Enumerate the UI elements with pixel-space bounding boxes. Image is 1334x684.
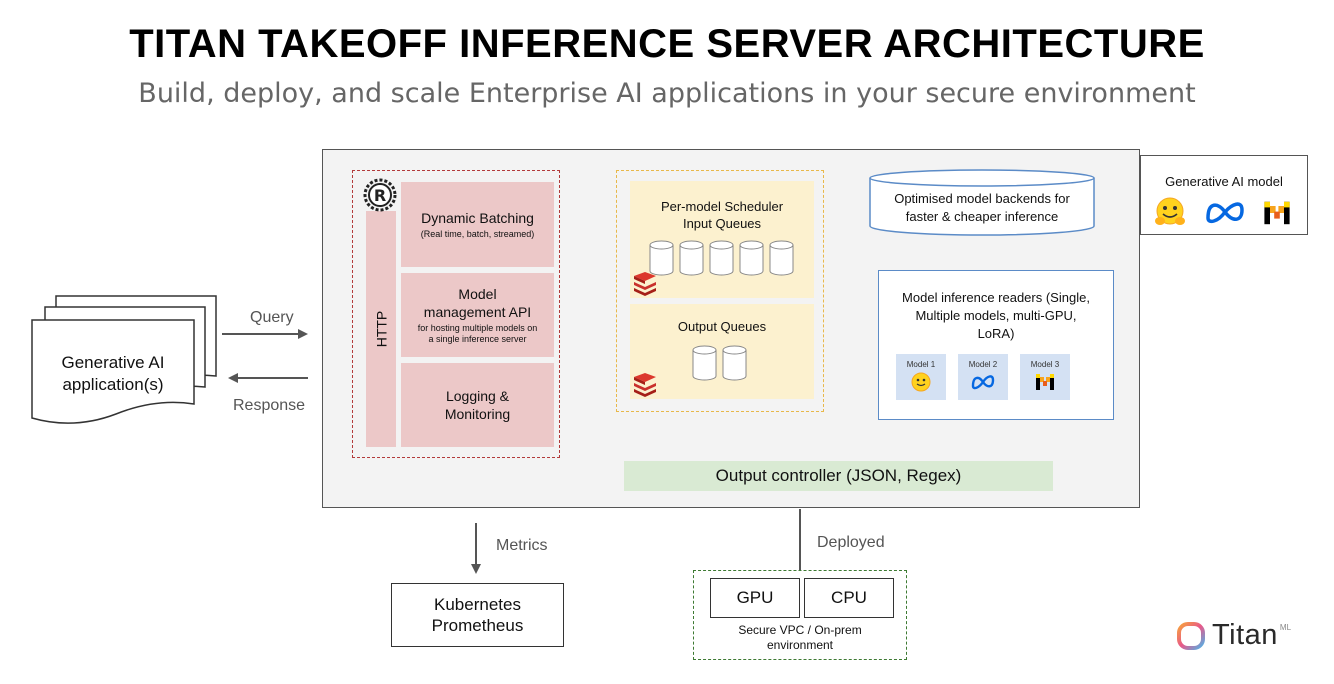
response-label: Response xyxy=(233,397,306,414)
queue-cylinder xyxy=(709,240,734,276)
gpu-box: GPU xyxy=(710,578,800,618)
rust-icon: R xyxy=(363,178,397,212)
titan-ml-logo: Titan ML xyxy=(1176,619,1291,652)
kubernetes-prometheus-label: Kubernetes Prometheus xyxy=(431,595,524,635)
backends-cylinder xyxy=(869,169,1095,236)
model-card-label: Model 3 xyxy=(1030,360,1060,369)
http-bar xyxy=(366,211,396,447)
model-card-3: Model 3 xyxy=(1020,354,1070,400)
backends-label: Optimised model backends for faster & ch… xyxy=(894,191,1070,224)
queue-cylinder xyxy=(679,240,704,276)
query-label: Query xyxy=(250,309,294,326)
output-queues-title: Output Queues xyxy=(677,319,767,334)
rust-glyph: R xyxy=(374,186,386,205)
input-queues-title: Per-model Scheduler Input Queues xyxy=(660,199,784,231)
meta-icon xyxy=(1206,202,1244,224)
model-card-1: Model 1 xyxy=(896,354,946,400)
dynamic-batching-box: Dynamic Batching (Real time, batch, stre… xyxy=(401,182,554,267)
deploy-group: GPU CPU Secure VPC / On-prem environment xyxy=(693,570,907,660)
genai-app-docs xyxy=(31,295,217,424)
genai-app-label: Generative AI application(s) xyxy=(61,353,165,394)
hugging-face-icon xyxy=(1155,197,1185,225)
titan-brand-suffix: ML xyxy=(1279,623,1292,632)
http-label: HTTP xyxy=(373,310,389,348)
redis-icon xyxy=(634,272,656,296)
inference-readers-box: Model inference readers (Single, Multipl… xyxy=(878,270,1114,420)
http-label-wrap: HTTP xyxy=(366,211,396,447)
model-card-label: Model 1 xyxy=(906,360,936,369)
logging-box: Logging & Monitoring xyxy=(401,363,554,447)
genai-model-label: Generative AI model xyxy=(1165,174,1283,189)
genai-model-box: Generative AI model xyxy=(1140,155,1308,235)
inference-readers-label: Model inference readers (Single, Multipl… xyxy=(902,290,1090,341)
cpu-box: CPU xyxy=(804,578,894,618)
dynamic-batching-title: Dynamic Batching xyxy=(421,210,534,226)
diagram-title: TITAN TAKEOFF INFERENCE SERVER ARCHITECT… xyxy=(129,22,1205,66)
mistral-icon xyxy=(1264,201,1290,225)
queue-cylinder xyxy=(722,345,747,381)
input-queues-box: Per-model Scheduler Input Queues xyxy=(630,181,814,298)
queue-cylinder xyxy=(692,345,717,381)
output-queues-box: Output Queues xyxy=(630,304,814,399)
logging-title: Logging & Monitoring xyxy=(444,388,511,422)
queue-cylinder xyxy=(739,240,764,276)
titan-brand-name: Titan xyxy=(1212,619,1278,651)
deploy-env-label: Secure VPC / On-prem environment xyxy=(738,623,862,652)
hugging-face-icon xyxy=(911,372,931,392)
model-card-2: Model 2 xyxy=(958,354,1008,400)
diagram-subtitle: Build, deploy, and scale Enterprise AI a… xyxy=(138,78,1196,109)
mistral-icon xyxy=(1036,374,1054,390)
kubernetes-prometheus-box: Kubernetes Prometheus xyxy=(391,583,564,647)
http-group xyxy=(352,170,560,458)
queue-group xyxy=(616,170,824,412)
metrics-label: Metrics xyxy=(496,537,548,554)
dynamic-batching-sub: (Real time, batch, streamed) xyxy=(420,229,535,239)
model-management-box: Model management API for hosting multipl… xyxy=(401,273,554,357)
model-management-sub: for hosting multiple models on a single … xyxy=(417,323,538,344)
deployed-label: Deployed xyxy=(817,534,885,551)
model-management-title: Model management API xyxy=(423,286,532,320)
meta-icon xyxy=(971,375,995,390)
queue-cylinder xyxy=(649,240,674,276)
queue-cylinder xyxy=(769,240,794,276)
model-card-label: Model 2 xyxy=(968,360,998,369)
titan-logo-icon xyxy=(1177,621,1205,650)
output-controller: Output controller (JSON, Regex) xyxy=(624,461,1053,491)
redis-icon-output xyxy=(634,373,656,397)
